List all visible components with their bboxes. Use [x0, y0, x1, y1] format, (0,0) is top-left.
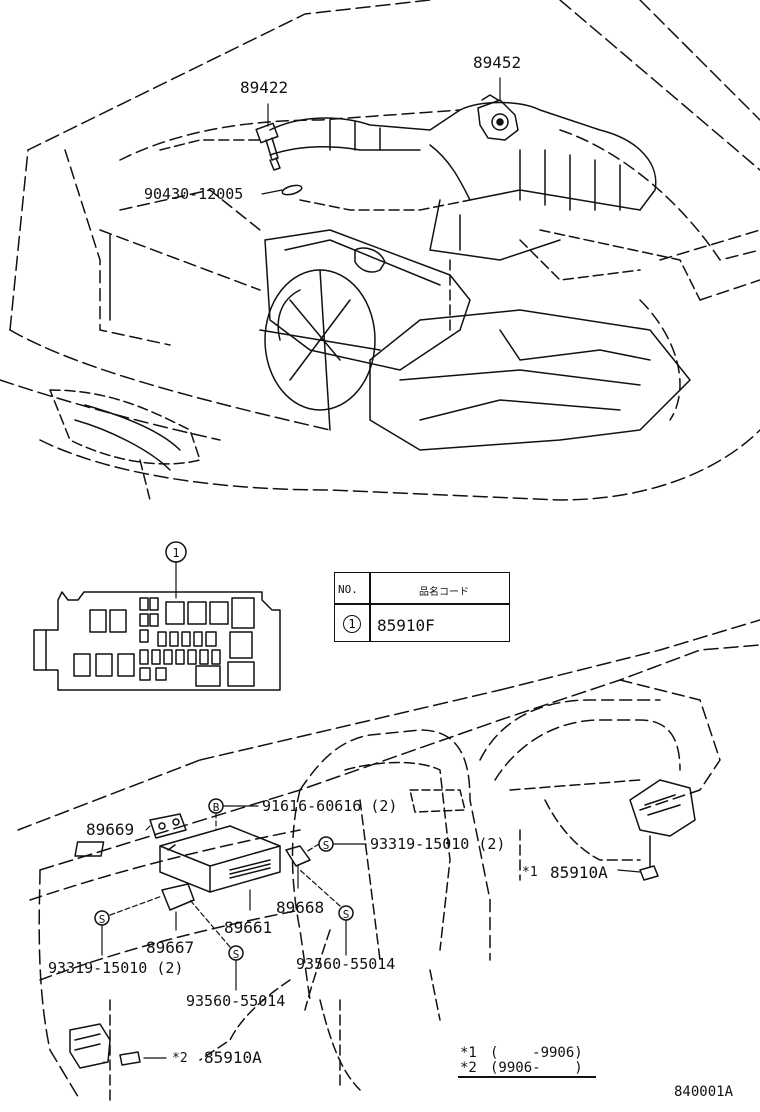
- legend-line-1-text: ( -9906): [490, 1045, 583, 1061]
- bracket-89668-icon: [285, 845, 311, 867]
- screw-marker-s-label-3: S: [233, 948, 240, 961]
- table-header-no: NO.: [338, 583, 358, 596]
- part-label-89422: 89422: [240, 78, 289, 97]
- star1-marker: *1: [522, 865, 538, 880]
- legend-underline: [458, 1076, 596, 1078]
- part-label-85910A-lower: 85910A: [204, 1048, 262, 1067]
- legend-line-2-mark: *2: [460, 1060, 477, 1076]
- part-label-89661: 89661: [224, 918, 273, 937]
- callout-circle-1-label: 1: [172, 546, 179, 560]
- sensor-89422-icon: [255, 122, 281, 171]
- figure-id: 840001A: [674, 1084, 734, 1100]
- star2-marker: *2: [172, 1051, 188, 1066]
- engine-bay-illustration: [0, 0, 760, 501]
- relay-85910A-lower-icon: [69, 1023, 141, 1069]
- screw-marker-s-label-2: S: [343, 908, 350, 921]
- part-label-89667: 89667: [146, 938, 195, 957]
- part-label-93319-15010-right: 93319-15010 (2): [370, 835, 506, 853]
- part-label-93560-55014-left: 93560-55014: [186, 992, 286, 1010]
- screw-marker-s-label-1: S: [323, 839, 330, 852]
- part-label-89668: 89668: [276, 898, 325, 917]
- part-label-85910A-upper: 85910A: [550, 863, 608, 882]
- bracket-89669-icon: [149, 813, 187, 839]
- washer-90430-icon: [281, 184, 303, 196]
- sensor-89452-icon: [477, 94, 519, 141]
- part-label-89452: 89452: [473, 53, 522, 72]
- table-row-code: 85910F: [377, 616, 435, 635]
- part-label-93319-15010-left: 93319-15010 (2): [48, 959, 184, 977]
- part-label-93560-55014-right: 93560-55014: [296, 955, 396, 973]
- dashboard-illustration: [17, 619, 760, 1101]
- junction-block-illustration: [33, 541, 281, 691]
- relay-85910A-upper-icon: [629, 779, 696, 881]
- part-label-90430-12005: 90430-12005: [144, 185, 244, 203]
- ecu-89661-icon: [74, 825, 281, 893]
- bracket-89667-icon: [161, 883, 195, 911]
- part-label-91616-60616: 91616-60616 (2): [262, 797, 398, 815]
- legend-line-2-text: (9906- ): [490, 1060, 583, 1076]
- screw-marker-s-label-4: S: [99, 913, 106, 926]
- legend-line-1-mark: *1: [460, 1045, 477, 1061]
- bolt-marker-b-label: B: [213, 801, 220, 814]
- table-row-no-circle: 1: [343, 615, 361, 633]
- part-code-table: NO. 品名コード 1 85910F: [334, 572, 510, 642]
- table-header-part-code: 品名コード: [419, 587, 469, 598]
- part-label-89669: 89669: [86, 820, 135, 839]
